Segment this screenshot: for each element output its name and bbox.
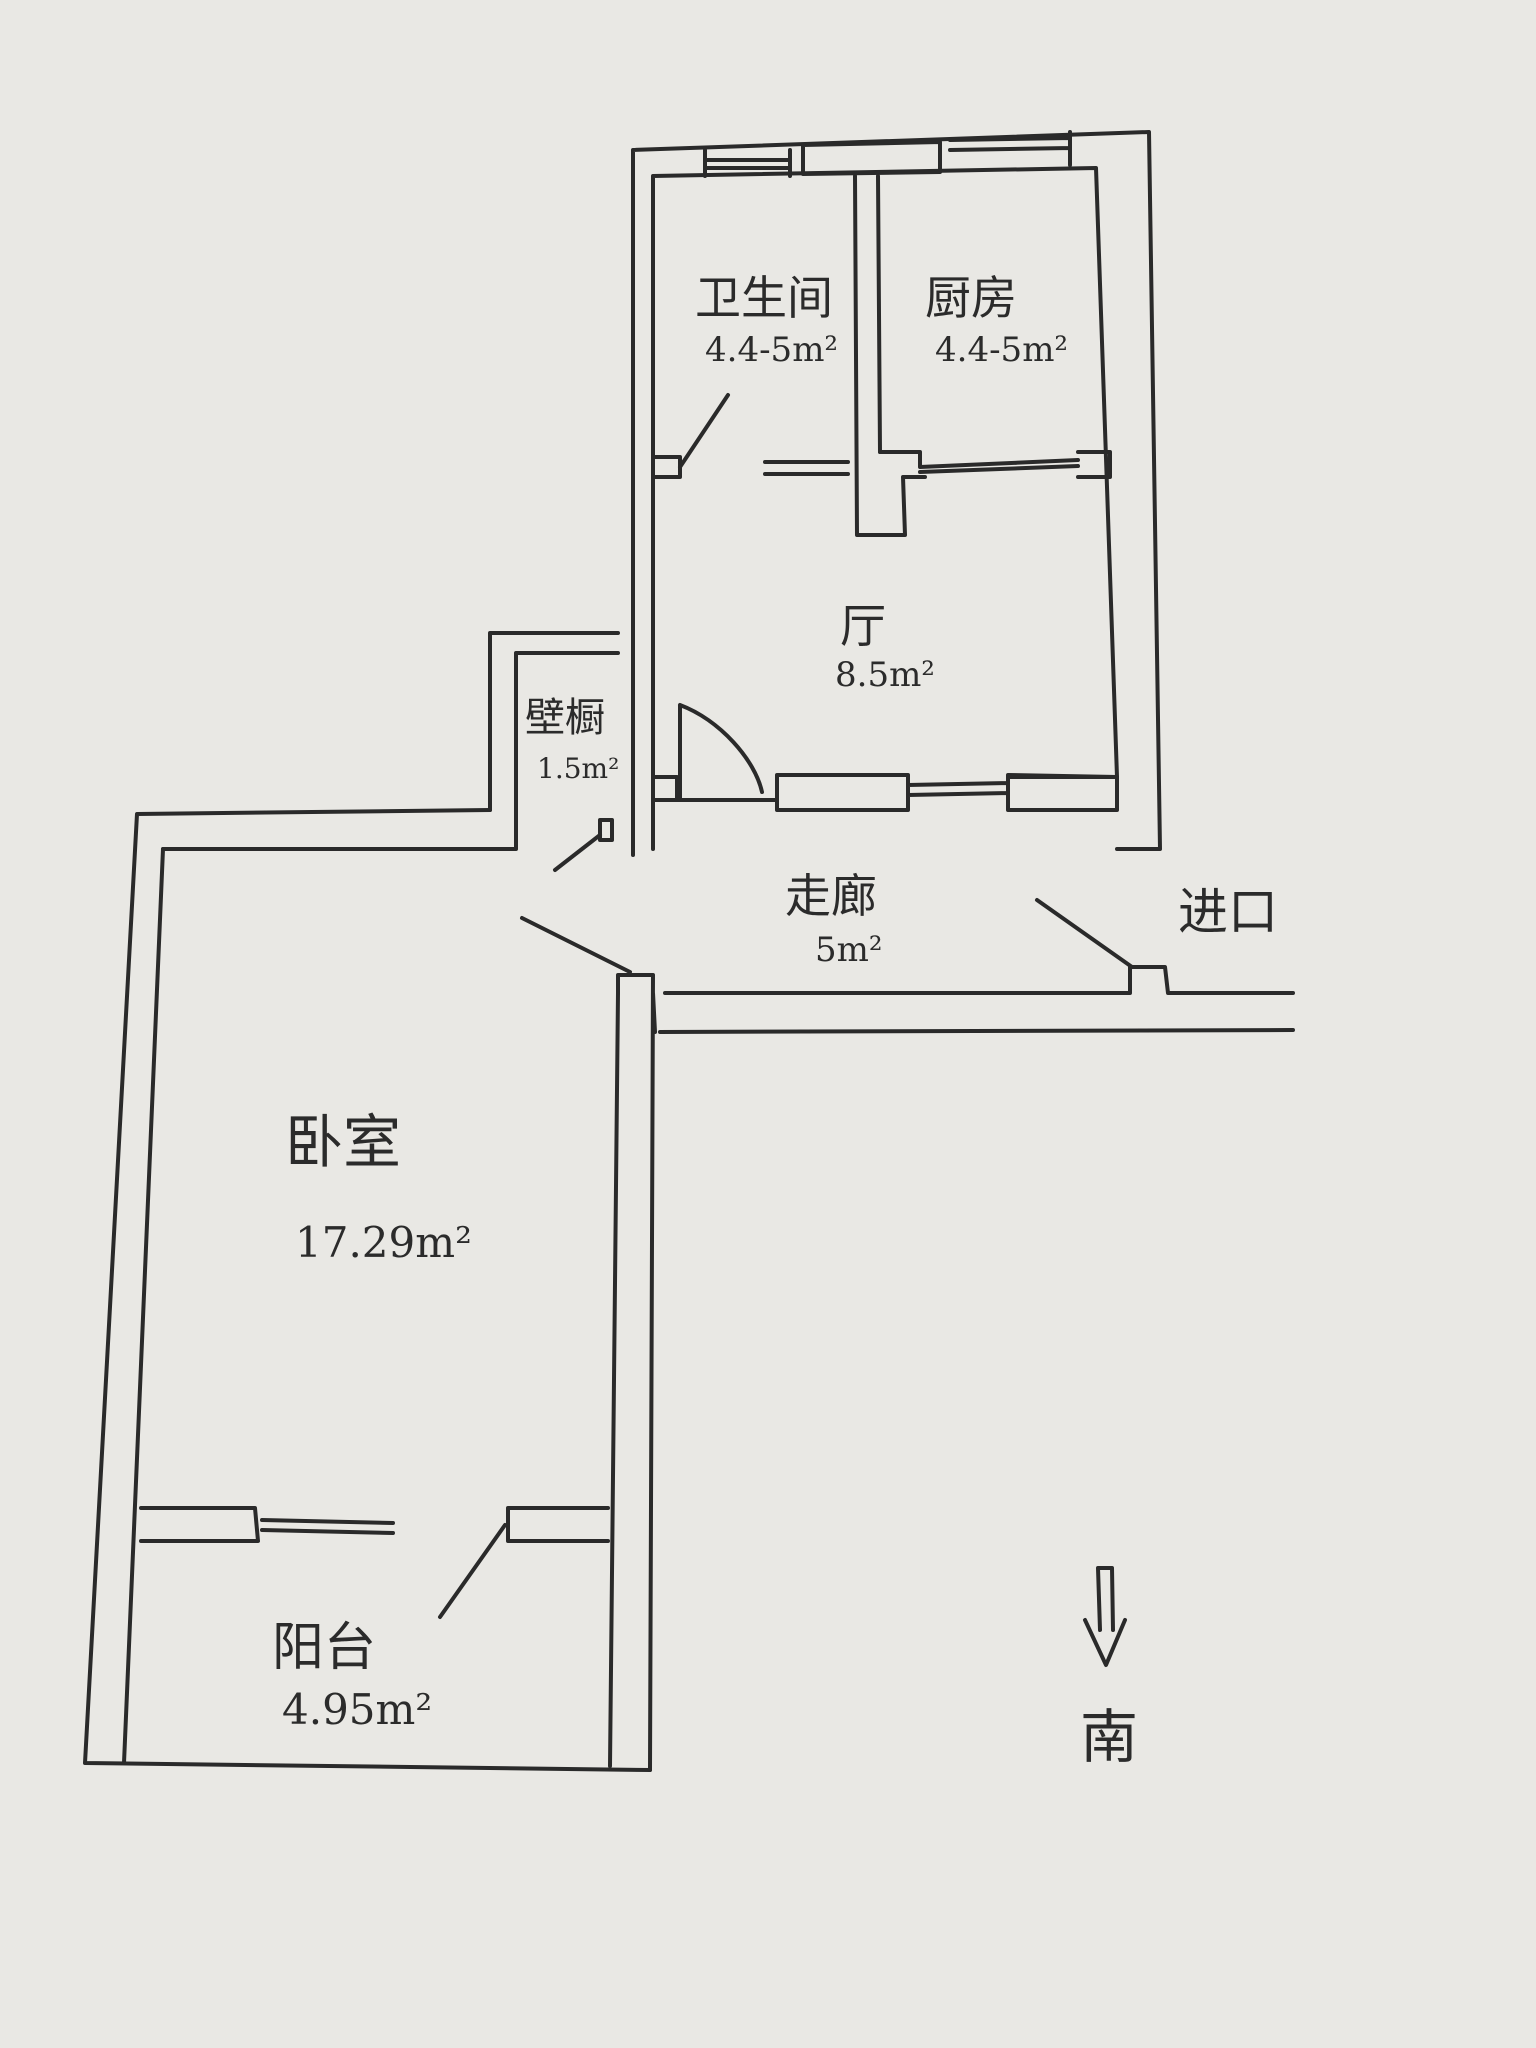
wall-corridor <box>658 965 1295 1034</box>
window-top <box>703 130 1072 178</box>
window-balcony <box>139 1506 610 1543</box>
wall-main-outer <box>631 130 1162 857</box>
south-arrow-icon <box>1083 1566 1127 1667</box>
window-living <box>775 773 1119 812</box>
room-area-living: 8.5m² <box>835 655 935 695</box>
room-area-corridor: 5m² <box>815 930 883 970</box>
room-area-bedroom: 17.29m² <box>295 1218 472 1267</box>
wall-bedroom-right <box>616 973 657 1772</box>
compass-south-label: 南 <box>1080 1703 1139 1771</box>
wall-bath-kitchen <box>651 450 1112 479</box>
room-name-bathroom: 卫生间 <box>695 271 833 325</box>
room-name-closet: 壁橱 <box>525 695 605 741</box>
room-name-corridor: 走廊 <box>785 869 877 923</box>
door-bedroom <box>520 916 632 974</box>
door-entrance <box>1035 898 1134 969</box>
wall-closet <box>161 631 620 851</box>
wall-bedroom-inner <box>122 847 620 1768</box>
room-name-living: 厅 <box>840 599 886 653</box>
room-area-balcony: 4.95m² <box>282 1685 433 1734</box>
room-name-kitchen: 厨房 <box>925 271 1017 325</box>
wall-bedroom-outer <box>83 808 652 1772</box>
room-area-bathroom: 4.4-5m² <box>705 330 839 370</box>
room-name-balcony: 阳台 <box>272 1618 377 1678</box>
wall-partition <box>853 174 927 537</box>
wall-living-bottom <box>651 703 779 802</box>
room-area-kitchen: 4.4-5m² <box>935 330 1069 370</box>
entrance-label: 进口 <box>1178 883 1278 941</box>
door-closet <box>553 818 614 872</box>
door-balcony <box>438 1523 507 1619</box>
room-name-bedroom: 卧室 <box>285 1108 402 1176</box>
room-area-closet: 1.5m² <box>537 752 620 785</box>
door-bathroom <box>678 393 730 469</box>
